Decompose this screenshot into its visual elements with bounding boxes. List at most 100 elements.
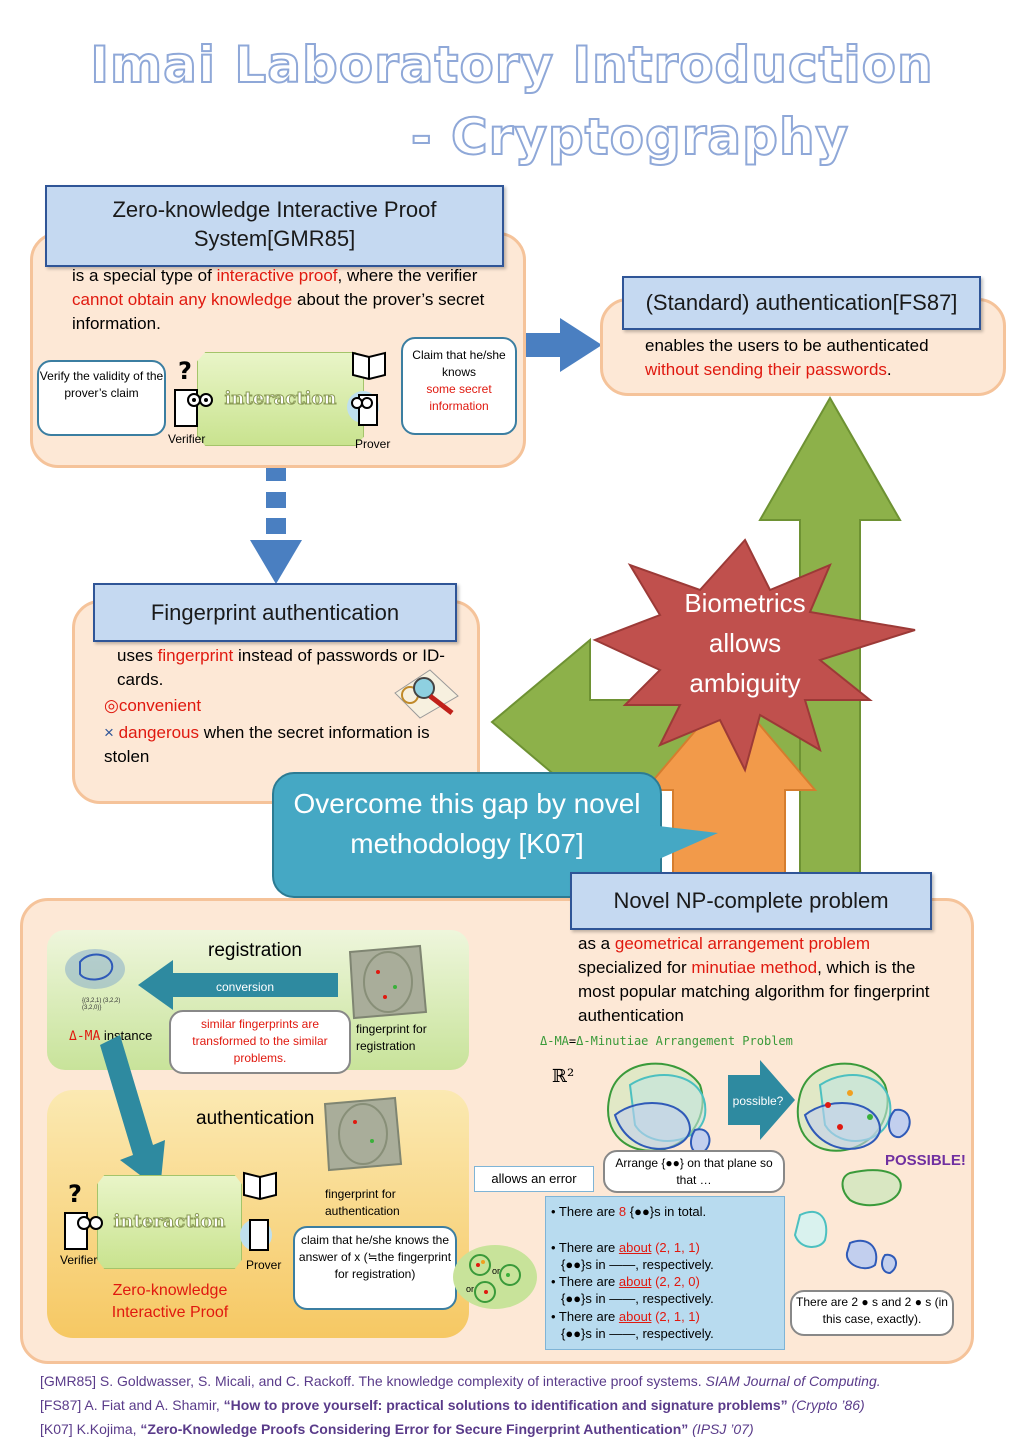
- authentication-title: authentication: [196, 1108, 315, 1129]
- ref-fs87-title: “How to prove yourself: practical soluti…: [223, 1397, 788, 1413]
- cond3-a: • There are: [551, 1309, 619, 1324]
- zk-interaction-box: interaction: [197, 352, 364, 446]
- fingerprint-reg-label: fingerprint for registration: [356, 1022, 427, 1053]
- zk-description: is a special type of interactive proof, …: [72, 264, 492, 336]
- auth-text-a: enables the users to be authenticated: [645, 336, 929, 355]
- svg-text:?: ?: [178, 357, 192, 385]
- np-header: Novel NP-complete problem: [570, 872, 932, 930]
- ref-gmr85-journal: SIAM Journal of Computing.: [705, 1373, 881, 1389]
- dma-definition: Δ-MA=Δ-Minutiae Arrangement Problem: [540, 1034, 793, 1048]
- fingerprint-header: Fingerprint authentication: [93, 583, 457, 642]
- np-text-a: as a: [578, 934, 615, 953]
- cond3-c: (2, 1, 1): [651, 1309, 700, 1324]
- auth-text-c: .: [886, 360, 892, 379]
- zk-text-d: cannot obtain any knowledge: [72, 290, 293, 309]
- ref-fs87: [FS87] A. Fiat and A. Shamir, “How to pr…: [40, 1392, 1000, 1418]
- dash-3: [266, 518, 286, 534]
- registration-title: registration: [208, 940, 302, 961]
- prover-icon: [347, 351, 386, 426]
- pro-mark: ◎: [104, 696, 119, 715]
- ref-k07-author: [K07] K.Kojima,: [40, 1421, 141, 1437]
- possible-arrow: [728, 1060, 795, 1140]
- verifier-icon: ?: [174, 357, 213, 427]
- fingerprint-reg-image: [348, 944, 428, 1020]
- zk-header: Zero-knowledge Interactive Proof System[…: [45, 185, 504, 267]
- np-description: as a geometrical arrangement problem spe…: [578, 932, 938, 1028]
- auth-verifier-label: Verifier: [60, 1253, 98, 1267]
- zk-text-b: interactive proof: [216, 266, 338, 285]
- auth-description: enables the users to be authenticated wit…: [645, 334, 985, 382]
- dma-abbrev: Δ-MA: [540, 1034, 569, 1048]
- fingerprint-description: uses fingerprint instead of passwords or…: [117, 644, 447, 692]
- dma-full: Δ-Minutiae Arrangement Problem: [576, 1034, 793, 1048]
- cond2-b: about: [618, 1274, 652, 1289]
- prover-label: Prover: [355, 437, 391, 451]
- condition-item-1: • There are about (2, 1, 1){●●}s in ——, …: [551, 1239, 781, 1273]
- dash-arrow-head: [250, 540, 302, 584]
- auth-verifier-icon: ?: [64, 1180, 103, 1250]
- conversion-label: conversion: [215, 980, 275, 994]
- auth-interaction-box: interaction: [97, 1175, 242, 1269]
- arrangement-shapes: [607, 1060, 911, 1155]
- cond1-c: (2, 1, 1): [651, 1240, 700, 1255]
- cond0-a: • There are: [551, 1204, 619, 1219]
- np-text-e: , which is the most popular matching alg…: [578, 958, 930, 1025]
- auth-text-b: without sending their passwords: [645, 360, 887, 379]
- cond0-c: {●●}s in total.: [626, 1204, 707, 1219]
- result-shapes: [793, 1169, 902, 1275]
- dma-equals: =: [568, 1034, 577, 1048]
- blue-arrow-right: [522, 318, 602, 372]
- zk-text-a: is a special type of: [72, 266, 217, 285]
- cond3-d: {●●}s in ——, respectively.: [561, 1326, 714, 1341]
- r2-label: ℝ²: [552, 1066, 575, 1087]
- np-text-d: minutiae method: [691, 958, 818, 977]
- auth-prover-icon: [240, 1171, 277, 1251]
- instance-dma: Δ-MA: [69, 1029, 101, 1044]
- con-text-a: dangerous: [118, 723, 200, 742]
- cond1-b: about: [618, 1240, 652, 1255]
- condition-item-3: • There are about (2, 1, 1) {●●}s in ——, …: [551, 1308, 781, 1342]
- svg-text:?: ?: [68, 1180, 82, 1208]
- pro-text: convenient: [118, 696, 202, 715]
- ref-k07-venue: (IPSJ ’07): [688, 1421, 754, 1437]
- callout-tail: [650, 825, 718, 863]
- auth-prover-label: Prover: [246, 1258, 282, 1272]
- zkip-label: Zero-knowledge Interactive Proof: [111, 1282, 229, 1321]
- auth-header: (Standard) authentication[FS87]: [622, 276, 981, 330]
- similar-bubble: similar fingerprints are transformed to …: [169, 1010, 351, 1074]
- zk-text-c: , where the verifier: [337, 266, 478, 285]
- cond2-c: (2, 2, 0): [651, 1274, 700, 1289]
- claim-secret: some secret information: [426, 382, 492, 413]
- ref-k07-title: “Zero-Knowledge Proofs Considering Error…: [140, 1421, 689, 1437]
- dash-2: [266, 492, 286, 508]
- verify-bubble: Verify the validity of the prover’s clai…: [37, 360, 166, 436]
- cond2-d: {●●}s in ——, respectively.: [561, 1291, 714, 1306]
- arrange-bubble: Arrange {●●} on that plane so that …: [603, 1150, 785, 1193]
- ref-gmr85-text: [GMR85] S. Goldwasser, S. Micali, and C.…: [40, 1373, 702, 1389]
- dash-1: [266, 465, 286, 481]
- allows-error-label: allows an error: [474, 1166, 594, 1192]
- condition-list: • There are 8 {●●}s in total. • There ar…: [545, 1196, 785, 1350]
- zk-text-e: about the prover’s secret information.: [72, 290, 485, 333]
- instance-coords: {(3,2,1) (3,2,2) (3,2,0)}: [82, 998, 121, 1011]
- cond2-a: • There are: [551, 1274, 619, 1289]
- finger-text-b: fingerprint: [157, 646, 234, 665]
- thought-cloud: [453, 1245, 537, 1309]
- con-mark: ×: [104, 723, 114, 742]
- cond0-b: 8: [618, 1204, 627, 1219]
- or-label-2: or: [466, 1284, 475, 1294]
- page-title: Imai Laboratory Introduction: [89, 35, 934, 95]
- claim-text: Claim that he/she knows: [412, 348, 506, 379]
- page-subtitle: - Cryptography: [410, 107, 850, 167]
- possible-question: possible?: [732, 1094, 784, 1108]
- auth-claim-bubble: claim that he/she knows the answer of x …: [293, 1226, 457, 1310]
- np-text-b: geometrical arrangement problem: [614, 934, 870, 953]
- cond3-b: about: [618, 1309, 652, 1324]
- np-text-c: specialized for: [578, 958, 692, 977]
- magnifier-fingerprint-icon: [394, 669, 459, 719]
- ref-fs87-authors: [FS87] A. Fiat and A. Shamir,: [40, 1397, 224, 1413]
- conversion-arrow: [138, 960, 338, 1010]
- condition-item-2: • There are about (2, 2, 0) {●●}s in ——, …: [551, 1273, 781, 1307]
- fingerprint-auth-label: fingerprint for authentication: [325, 1187, 400, 1218]
